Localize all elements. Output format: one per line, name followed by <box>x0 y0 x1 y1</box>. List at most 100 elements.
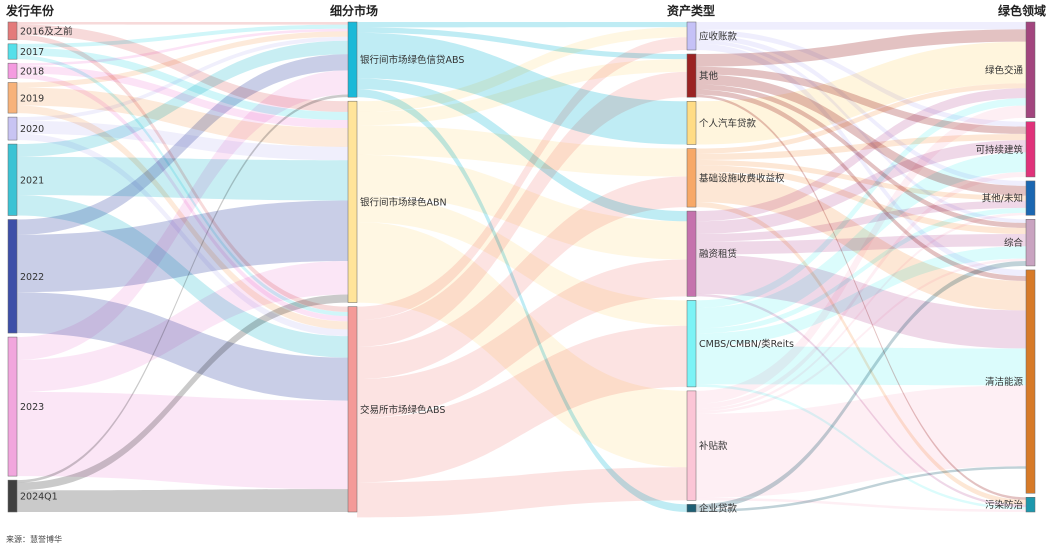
link-银行间市场绿色信贷ABS-to-企业贷款[interactable] <box>357 89 687 512</box>
node-label-2021: 2021 <box>20 175 44 186</box>
node-银行间市场绿色信贷ABS[interactable] <box>347 21 358 98</box>
node-label-2022: 2022 <box>20 272 44 283</box>
link-2019-to-银行间市场绿色信贷ABS[interactable] <box>17 31 348 88</box>
column-title-3: 绿色领域 <box>998 3 1046 18</box>
link-2016及之前-to-银行间市场绿色信贷ABS[interactable] <box>17 22 348 25</box>
link-2020-to-银行间市场绿色信贷ABS[interactable] <box>17 36 348 121</box>
node-污染防治[interactable] <box>1025 497 1036 513</box>
link-补贴款-to-可持续建筑[interactable] <box>696 172 1026 409</box>
node-label-2023: 2023 <box>20 402 44 413</box>
link-融资租赁-to-绿色交通[interactable] <box>696 88 1026 222</box>
node-2020[interactable] <box>7 116 18 141</box>
link-2024Q1-to-交易所市场绿色ABS[interactable] <box>17 489 348 512</box>
node-2021[interactable] <box>7 143 18 216</box>
node-2022[interactable] <box>7 219 18 334</box>
links-layer <box>17 22 1026 518</box>
link-2022-to-银行间市场绿色ABN[interactable] <box>17 200 348 293</box>
node-2024Q1[interactable] <box>7 479 18 513</box>
labels-layer: 2016及之前20172018201920202021202220232024Q… <box>20 25 1023 514</box>
node-label-个人汽车贷款: 个人汽车贷款 <box>699 117 757 129</box>
link-补贴款-to-清洁能源[interactable] <box>696 385 1026 498</box>
node-2017[interactable] <box>7 43 18 60</box>
node-2023[interactable] <box>7 336 18 477</box>
node-清洁能源[interactable] <box>1025 269 1036 494</box>
node-label-应收账款: 应收账款 <box>699 31 738 43</box>
link-2024Q1-to-银行间市场绿色ABN[interactable] <box>17 294 348 491</box>
node-个人汽车贷款[interactable] <box>686 101 697 145</box>
link-交易所市场绿色ABS-to-其他[interactable] <box>357 71 687 347</box>
link-应收账款-to-绿色交通[interactable] <box>696 22 1026 30</box>
link-银行间市场绿色信贷ABS-to-应收账款[interactable] <box>357 22 687 28</box>
node-label-银行间市场绿色信贷ABS: 银行间市场绿色信贷ABS <box>360 54 464 66</box>
link-个人汽车贷款-to-绿色交通[interactable] <box>696 41 1026 145</box>
link-基础设施收费收益权-to-其他/未知[interactable] <box>696 160 1026 201</box>
link-企业贷款-to-清洁能源[interactable] <box>696 466 1026 512</box>
link-2024Q1-to-银行间市场绿色信贷ABS[interactable] <box>17 94 348 483</box>
link-银行间市场绿色ABN-to-基础设施收费收益权[interactable] <box>357 125 687 177</box>
node-补贴款[interactable] <box>686 390 697 501</box>
link-2023-to-银行间市场绿色信贷ABS[interactable] <box>17 70 348 361</box>
link-应收账款-to-清洁能源[interactable] <box>696 43 1026 277</box>
node-2016及之前[interactable] <box>7 21 18 41</box>
link-融资租赁-to-其他/未知[interactable] <box>696 200 1026 242</box>
node-企业贷款[interactable] <box>686 504 697 513</box>
link-补贴款-to-其他/未知[interactable] <box>696 212 1026 412</box>
node-2019[interactable] <box>7 82 18 114</box>
column-title-0: 发行年份 <box>5 3 55 18</box>
link-基础设施收费收益权-to-绿色交通[interactable] <box>696 83 1026 154</box>
node-label-2020: 2020 <box>20 124 44 135</box>
link-2017-to-银行间市场绿色ABN[interactable] <box>17 47 348 120</box>
node-可持续建筑[interactable] <box>1025 121 1036 178</box>
link-银行间市场绿色信贷ABS-to-其他[interactable] <box>357 27 687 60</box>
node-label-可持续建筑: 可持续建筑 <box>975 144 1023 156</box>
node-综合[interactable] <box>1025 219 1036 267</box>
link-交易所市场绿色ABS-to-应收账款[interactable] <box>357 37 687 321</box>
link-补贴款-to-污染防治[interactable] <box>696 497 1026 512</box>
node-基础设施收费收益权[interactable] <box>686 148 697 208</box>
link-其他-to-其他/未知[interactable] <box>696 74 1026 196</box>
node-label-绿色交通: 绿色交通 <box>985 64 1024 76</box>
link-CMBS/CMBN/类Reits-to-可持续建筑[interactable] <box>696 152 1026 329</box>
link-2023-to-交易所市场绿色ABS[interactable] <box>17 391 348 490</box>
link-2023-to-银行间市场绿色ABN[interactable] <box>17 260 348 392</box>
node-label-综合: 综合 <box>1004 237 1024 249</box>
link-补贴款-to-绿色交通[interactable] <box>696 105 1026 404</box>
node-应收账款[interactable] <box>686 21 697 51</box>
node-绿色交通[interactable] <box>1025 21 1036 118</box>
link-2019-to-银行间市场绿色ABN[interactable] <box>17 87 348 147</box>
node-CMBS/CMBN/类Reits[interactable] <box>686 300 697 388</box>
node-label-其他: 其他 <box>699 70 719 82</box>
link-2021-to-银行间市场绿色ABN[interactable] <box>17 156 348 201</box>
link-2022-to-银行间市场绿色信贷ABS[interactable] <box>17 54 348 235</box>
node-交易所市场绿色ABS[interactable] <box>347 306 358 513</box>
node-其他[interactable] <box>686 53 697 98</box>
link-2017-to-银行间市场绿色信贷ABS[interactable] <box>17 24 348 48</box>
node-银行间市场绿色ABN[interactable] <box>347 100 358 303</box>
node-其他/未知[interactable] <box>1025 180 1036 216</box>
node-label-清洁能源: 清洁能源 <box>985 376 1024 388</box>
link-融资租赁-to-可持续建筑[interactable] <box>696 140 1026 234</box>
link-2016及之前-to-银行间市场绿色ABN[interactable] <box>17 24 348 112</box>
link-其他-to-绿色交通[interactable] <box>696 29 1026 67</box>
node-融资租赁[interactable] <box>686 210 697 297</box>
link-2021-to-银行间市场绿色信贷ABS[interactable] <box>17 40 348 157</box>
column-title-2: 资产类型 <box>667 3 715 18</box>
link-CMBS/CMBN/类Reits-to-绿色交通[interactable] <box>696 98 1026 308</box>
link-交易所市场绿色ABS-to-CMBS/CMBN/类Reits[interactable] <box>357 325 687 483</box>
node-2018[interactable] <box>7 62 18 79</box>
link-企业贷款-to-综合[interactable] <box>696 261 1026 510</box>
node-label-补贴款: 补贴款 <box>699 440 728 452</box>
link-CMBS/CMBN/类Reits-to-其他/未知[interactable] <box>696 207 1026 334</box>
link-交易所市场绿色ABS-to-补贴款[interactable] <box>357 467 687 518</box>
link-2018-to-银行间市场绿色信贷ABS[interactable] <box>17 28 348 66</box>
link-交易所市场绿色ABS-to-基础设施收费收益权[interactable] <box>357 176 687 380</box>
link-银行间市场绿色ABN-to-应收账款[interactable] <box>357 27 687 112</box>
link-补贴款-to-综合[interactable] <box>696 258 1026 414</box>
node-label-银行间市场绿色ABN: 银行间市场绿色ABN <box>360 196 447 208</box>
link-CMBS/CMBN/类Reits-to-综合[interactable] <box>696 246 1026 347</box>
node-label-污染防治: 污染防治 <box>985 499 1023 511</box>
node-label-2017: 2017 <box>20 47 44 58</box>
link-CMBS/CMBN/类Reits-to-清洁能源[interactable] <box>696 346 1026 386</box>
link-交易所市场绿色ABS-to-融资租赁[interactable] <box>357 259 687 419</box>
